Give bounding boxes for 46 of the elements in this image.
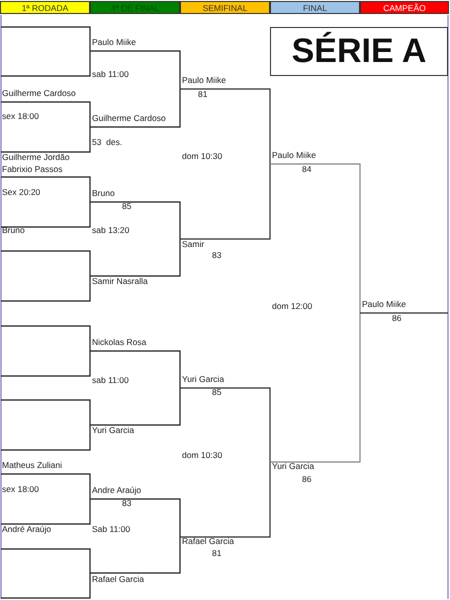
player-name: Bruno	[92, 188, 115, 199]
player-name: Fabrixio Passos	[2, 164, 62, 175]
player-name: André Araújo	[2, 524, 52, 535]
round-header: CAMPEÃO	[360, 1, 449, 14]
player-name: Guilherme Jordão	[2, 152, 70, 163]
score: 53 des.	[92, 137, 122, 148]
score: 83	[122, 498, 132, 509]
player-name: Matheus Zuliani	[2, 460, 62, 471]
score: 86	[392, 313, 402, 324]
player-name: Paulo Miike	[182, 75, 226, 86]
player-name: Guilherme Cardoso	[2, 88, 76, 99]
player-name: Paulo Miike	[272, 150, 316, 161]
match-time: sex 18:00	[2, 484, 39, 495]
score: 81	[212, 548, 222, 559]
score: 86	[302, 474, 312, 485]
match-time: dom 10:30	[182, 450, 222, 461]
player-name: Andre Araújo	[92, 485, 142, 496]
player-name: Paulo Miike	[362, 299, 406, 310]
match-time: dom 12:00	[272, 301, 312, 312]
match-time: sex 18:00	[2, 111, 39, 122]
player-name: Bruno	[2, 225, 25, 236]
player-name: Samir Nasralla	[92, 276, 148, 287]
round-header: SEMIFINAL	[180, 1, 270, 14]
player-name: Rafael Garcia	[92, 574, 144, 585]
score: 85	[212, 387, 222, 398]
score: 85	[122, 201, 132, 212]
player-name: Yuri Garcia	[92, 425, 134, 436]
score: 83	[212, 250, 222, 261]
match-time: Sex 20:20	[2, 187, 40, 198]
player-name: Yuri Garcia	[272, 461, 314, 472]
match-time: Sab 11:00	[92, 524, 130, 535]
match-time: dom 10:30	[182, 151, 222, 162]
player-name: Yuri Garcia	[182, 374, 224, 385]
player-name: Guilherme Cardoso	[92, 113, 166, 124]
title-text: SÉRIE A	[292, 32, 426, 71]
score: 81	[198, 89, 208, 100]
player-name: Nickolas Rosa	[92, 337, 146, 348]
round-header: 1ª RODADA	[0, 1, 90, 14]
player-name: Rafael Garcia	[182, 536, 234, 547]
round-header: FINAL	[270, 1, 360, 14]
match-time: sab 13:20	[92, 225, 130, 236]
match-time: sab 11:00	[92, 375, 129, 386]
player-name: Paulo Miike	[92, 37, 136, 48]
score: 84	[302, 164, 312, 175]
player-name: Samir	[182, 239, 204, 250]
match-time: sab 11:00	[92, 69, 129, 80]
